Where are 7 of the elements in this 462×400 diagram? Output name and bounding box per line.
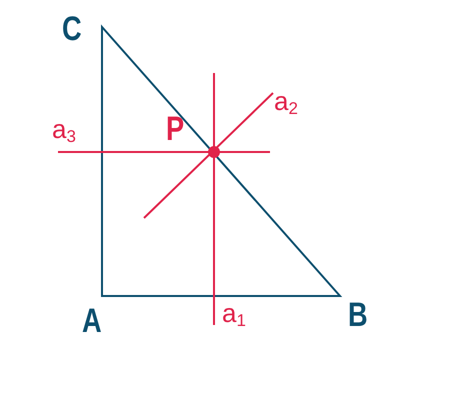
line-label: a$_{1}$	[222, 300, 246, 329]
point-label: P	[166, 112, 184, 146]
line-label: a$_{3}$	[52, 116, 76, 145]
vertex-label: B	[348, 298, 368, 332]
line-label: a$_{2}$	[274, 88, 298, 117]
vertex-label: A	[82, 304, 102, 338]
vertex-label: C	[62, 12, 82, 46]
